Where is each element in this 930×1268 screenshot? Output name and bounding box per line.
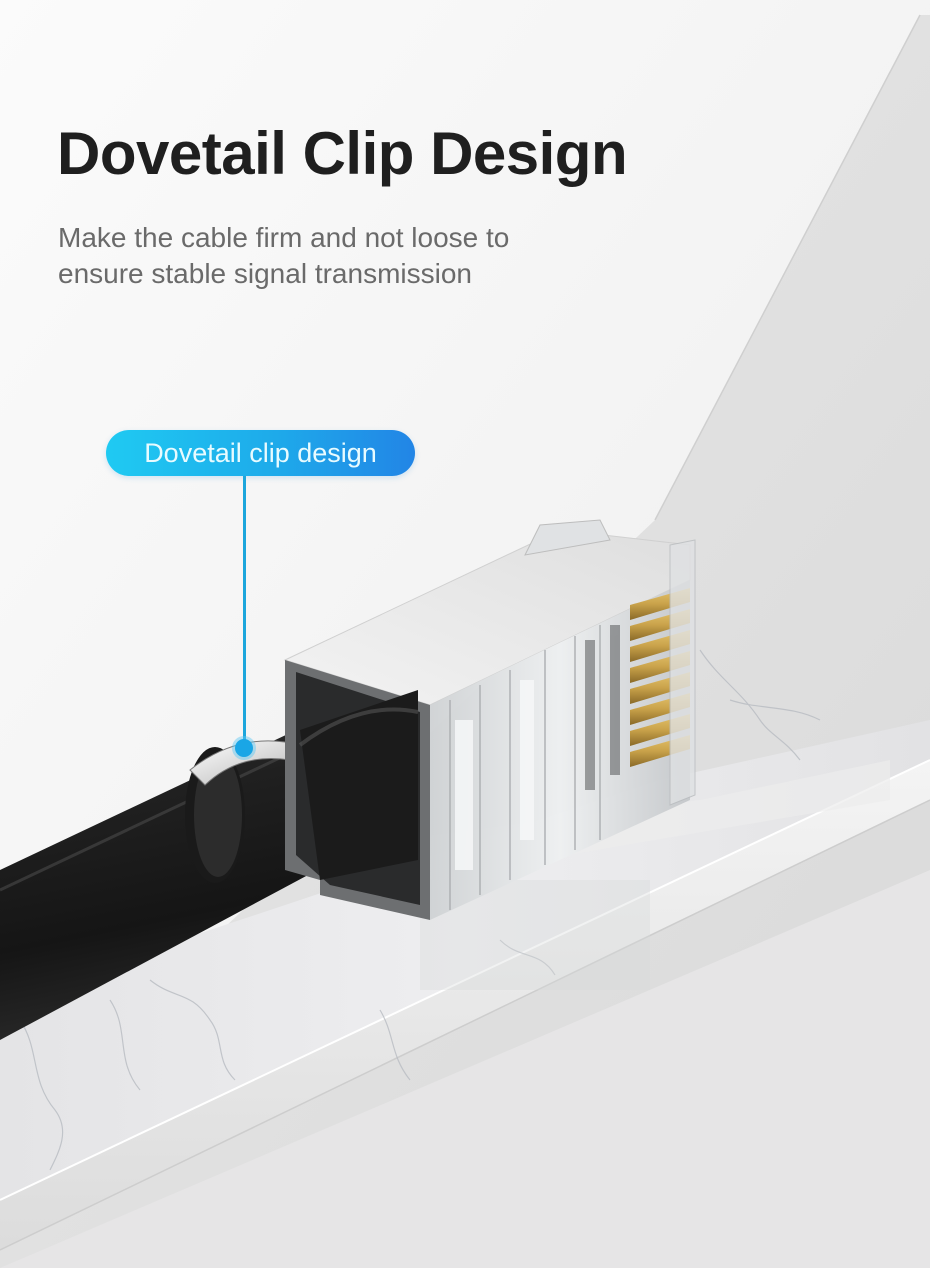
callout-label: Dovetail clip design [106, 430, 415, 476]
callout-leader-line [243, 476, 246, 748]
page-title: Dovetail Clip Design [57, 120, 628, 187]
page-subtitle: Make the cable firm and not loose to ens… [58, 222, 510, 289]
callout-anchor-dot [235, 739, 253, 757]
